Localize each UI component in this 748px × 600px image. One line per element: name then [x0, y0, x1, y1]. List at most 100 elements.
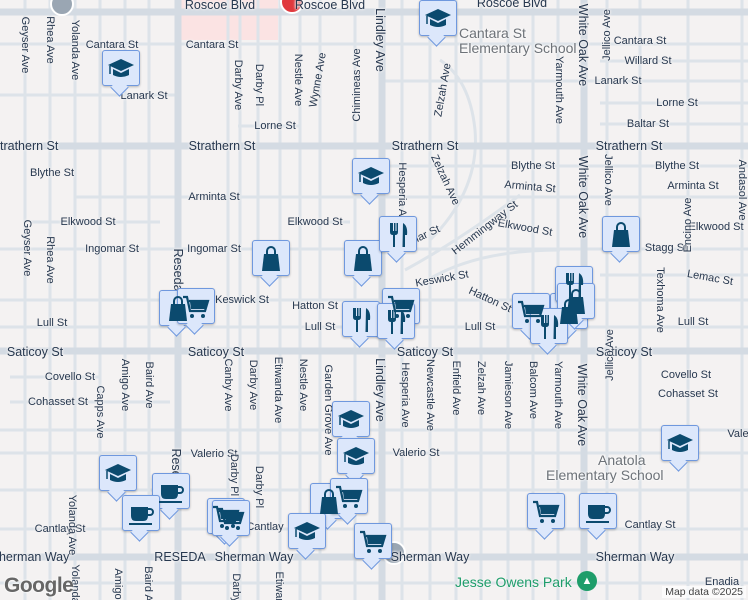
restaurant-icon — [541, 315, 559, 339]
street-label: Enadia — [704, 576, 740, 588]
street-label: Hesperia Ave — [399, 362, 411, 428]
street-label: Darby Ave — [247, 359, 259, 411]
street-label: Rhea Ave — [44, 236, 56, 284]
marker-shopping-bag[interactable] — [602, 216, 640, 252]
poi-pin-icon[interactable] — [50, 0, 74, 16]
street-label: Covello St — [44, 371, 96, 383]
marker-school[interactable] — [661, 425, 699, 461]
street-label: Strathern St — [391, 139, 459, 153]
street-label: Darby Pl — [253, 63, 265, 107]
marker-shopping-cart[interactable] — [212, 500, 250, 536]
street-label: Sherman Way — [0, 550, 70, 564]
street-label: Arminta St — [188, 191, 240, 203]
street-label: Saticoy St — [6, 345, 64, 359]
marker-shopping-bag[interactable] — [310, 483, 348, 519]
street-label: Chimineas Ave — [351, 48, 363, 122]
street-label: Roscoe Blvd — [184, 0, 256, 12]
street-label: Elkwood St — [287, 216, 343, 228]
poi-park-label[interactable]: Jesse Owens Park — [455, 574, 572, 590]
coffee-icon — [129, 507, 154, 525]
restaurant-icon — [388, 310, 406, 334]
marker-shopping-bag[interactable] — [557, 283, 595, 319]
shopping-bag-icon — [169, 296, 187, 321]
marker-restaurant[interactable] — [377, 303, 415, 339]
school-icon — [338, 410, 364, 428]
school-icon — [294, 522, 320, 540]
marker-restaurant[interactable] — [379, 216, 417, 252]
marker-shopping-cart[interactable] — [330, 478, 368, 514]
school-icon — [105, 464, 131, 482]
restaurant-icon — [390, 223, 408, 247]
street-label: Nestle Ave — [297, 358, 309, 412]
poi-anatola-school[interactable]: Anatola Elementary School — [546, 453, 664, 483]
marker-shopping-bag[interactable] — [344, 240, 382, 276]
park-tree-icon[interactable]: ▲ — [577, 571, 597, 591]
marker-school[interactable] — [332, 401, 370, 437]
marker-shopping-cart[interactable] — [177, 288, 215, 324]
marker-coffee[interactable] — [122, 495, 160, 531]
curved-road — [404, 58, 561, 287]
street-label: Yarmouth Ave — [553, 55, 565, 125]
street-label: Etiwanda Ave — [272, 356, 284, 424]
street-label: Valerio St — [190, 448, 238, 460]
street-label: Baird A — [142, 566, 154, 600]
marker-shopping-cart[interactable] — [354, 523, 392, 559]
street-label: Cantlay — [246, 521, 284, 533]
street-label: White Oak Ave — [576, 155, 590, 239]
street-label: Darby Pl — [228, 453, 240, 497]
shopping-bag-icon — [354, 246, 372, 271]
street-label: Blythe St — [29, 167, 75, 179]
marker-school[interactable] — [99, 455, 137, 491]
marker-shopping-cart[interactable] — [527, 493, 565, 529]
map-attribution[interactable]: Map data ©2025 — [662, 586, 746, 598]
google-logo: Google — [4, 574, 74, 597]
street-label: Arminta St — [667, 180, 719, 192]
street-label: Stagg St — [644, 242, 688, 254]
street-label: Ingomar St — [85, 243, 139, 255]
street-label: Strathern St — [0, 139, 59, 153]
street-label: Saticoy St — [595, 345, 653, 359]
marker-shopping-bag[interactable] — [252, 240, 290, 276]
marker-school[interactable] — [419, 0, 457, 36]
poi-cantara-school[interactable]: Cantara St Elementary School — [459, 26, 577, 56]
street-label: Willard St — [624, 55, 672, 67]
marker-coffee[interactable] — [152, 473, 190, 509]
street-label: Lorne St — [254, 120, 296, 132]
street-label: Etiwan — [273, 571, 285, 600]
street-label: Cohasset St — [28, 396, 88, 408]
street-label: Amigo — [112, 568, 124, 600]
marker-school[interactable] — [352, 158, 390, 194]
marker-school[interactable] — [288, 513, 326, 549]
street-label: Newcastle Ave — [424, 359, 436, 431]
street-label: Lull St — [677, 316, 709, 328]
street-label: Vale — [727, 428, 748, 440]
street-label: Jellico Ave — [601, 9, 613, 61]
marker-restaurant[interactable] — [555, 266, 593, 302]
street-label: Rhea Ave — [44, 16, 56, 64]
marker-shopping-bag[interactable] — [159, 290, 197, 326]
school-icon — [358, 167, 384, 185]
street-label: Jellico Ave — [604, 329, 616, 381]
school-icon — [425, 9, 451, 27]
coffee-icon — [586, 505, 611, 523]
street-label: Zelzah Ave — [475, 360, 487, 416]
street-label: Blythe St — [510, 160, 556, 172]
marker-restaurant[interactable] — [342, 301, 380, 337]
street-label: Jellico Ave — [602, 154, 614, 206]
street-label: Cantlay St — [624, 519, 676, 531]
street-label: Keswick St — [215, 294, 269, 306]
street-label: Valerio St — [392, 447, 440, 459]
marker-restaurant[interactable] — [530, 308, 568, 344]
marker-coffee[interactable] — [579, 493, 617, 529]
marker-school[interactable] — [102, 50, 140, 86]
street-label: Darby — [230, 573, 242, 600]
street-label: Lanark St — [594, 75, 642, 87]
school-icon — [108, 59, 134, 77]
street-label: Sherman Way — [214, 550, 294, 564]
street-label: Lindley Ave — [373, 8, 387, 72]
street-label: Saticoy St — [187, 345, 245, 359]
street-label: Cantlay St — [34, 523, 86, 535]
marker-school[interactable] — [337, 438, 375, 474]
street-label: Cohasset St — [658, 388, 718, 400]
